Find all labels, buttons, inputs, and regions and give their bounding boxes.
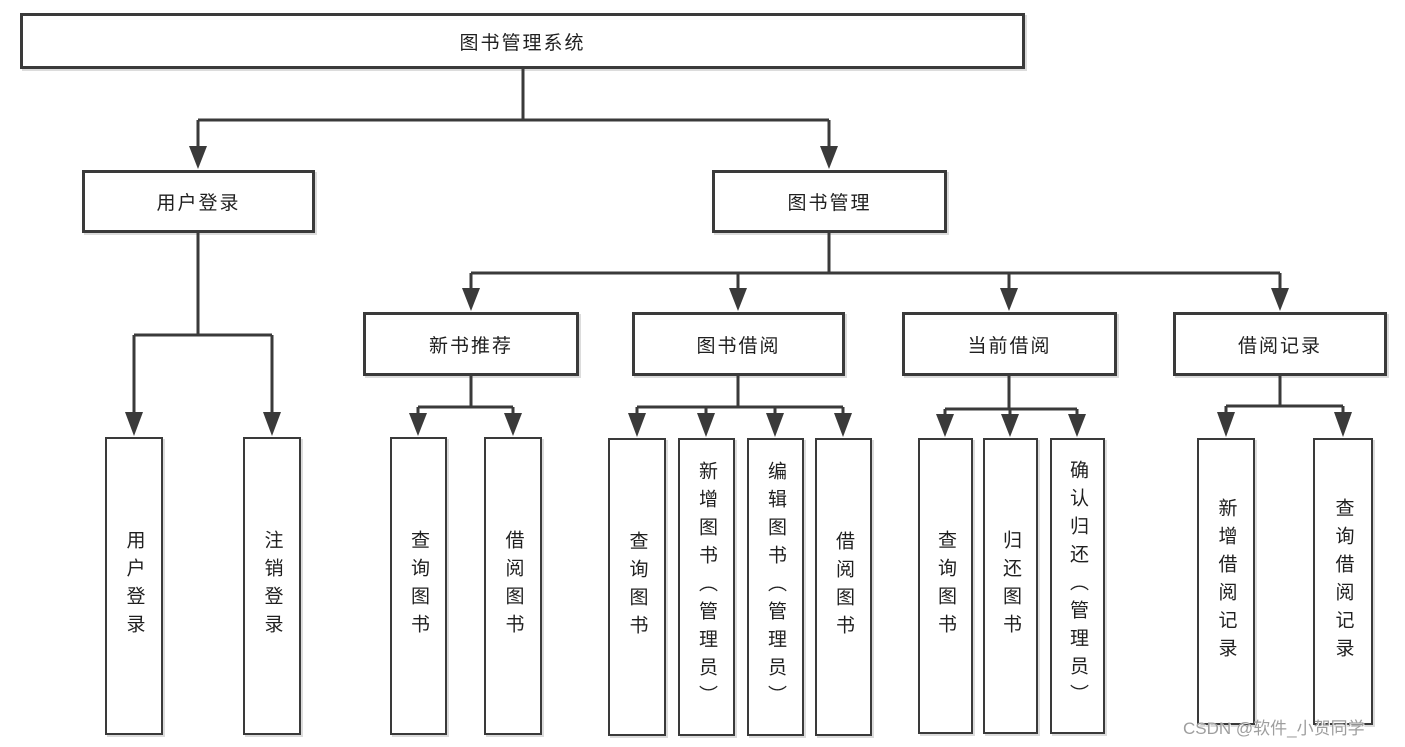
leaf-confirm-return-admin: 确认归还（管理员）: [1050, 438, 1105, 734]
node-user-login-label: 用户登录: [156, 193, 241, 214]
leaf-return-book-label: 归还图书: [1000, 530, 1021, 642]
leaf-query-borrow-record-label: 查询借阅记录: [1332, 497, 1354, 666]
connector-book-management-to-level3: [462, 233, 1289, 311]
connector-book-borrow-to-children: [628, 376, 852, 437]
leaf-edit-book-admin: 编辑图书（管理员）: [747, 438, 804, 736]
node-new-book-recommend-label: 新书推荐: [428, 335, 513, 357]
connector-borrow-records-to-children: [1217, 376, 1352, 437]
leaf-query-borrow-record: 查询借阅记录: [1313, 438, 1373, 725]
leaf-query-book-recommend-label: 查询图书: [408, 530, 429, 642]
node-book-management-label: 图书管理: [787, 193, 872, 214]
leaf-query-book-borrow-label: 查询图书: [626, 531, 648, 643]
leaf-user-login: 用户登录: [105, 437, 163, 735]
connector-current-borrow-to-children: [936, 376, 1086, 437]
node-current-borrow-label: 当前借阅: [967, 335, 1052, 357]
leaf-add-borrow-record: 新增借阅记录: [1197, 438, 1255, 725]
csdn-watermark: CSDN @软件_小贺同学: [1183, 719, 1365, 738]
leaf-borrow-book-recommend: 借阅图书: [484, 437, 542, 735]
leaf-query-book-recommend: 查询图书: [390, 437, 447, 735]
node-borrow-records: 借阅记录: [1173, 312, 1387, 376]
node-new-book-recommend: 新书推荐: [363, 312, 579, 376]
node-book-borrow: 图书借阅: [632, 312, 845, 376]
node-root: 图书管理系统: [20, 13, 1025, 69]
leaf-add-book-admin: 新增图书（管理员）: [678, 438, 735, 736]
leaf-borrow-book-borrow-label: 借阅图书: [833, 531, 854, 643]
leaf-return-book: 归还图书: [983, 438, 1038, 734]
node-book-borrow-label: 图书借阅: [696, 335, 781, 357]
leaf-confirm-return-admin-label: 确认归还（管理员）: [1067, 460, 1088, 712]
connector-new-book-recommend-to-children: [409, 376, 522, 436]
node-user-login: 用户登录: [82, 170, 315, 233]
leaf-logout-login-label: 注销登录: [261, 530, 283, 642]
connector-user-login-to-children: [125, 233, 281, 436]
leaf-add-borrow-record-label: 新增借阅记录: [1215, 497, 1237, 666]
node-borrow-records-label: 借阅记录: [1237, 335, 1322, 357]
leaf-borrow-book-recommend-label: 借阅图书: [502, 530, 524, 642]
leaf-query-book-current: 查询图书: [918, 438, 973, 734]
node-root-label: 图书管理系统: [459, 32, 586, 54]
connector-root-to-level2: [189, 68, 838, 169]
leaf-query-book-borrow: 查询图书: [608, 438, 666, 736]
leaf-user-login-label: 用户登录: [123, 530, 145, 642]
leaf-query-book-current-label: 查询图书: [935, 530, 956, 642]
leaf-add-book-admin-label: 新增图书（管理员）: [696, 461, 717, 713]
node-current-borrow: 当前借阅: [902, 312, 1117, 376]
leaf-borrow-book-borrow: 借阅图书: [815, 438, 872, 736]
node-book-management: 图书管理: [712, 170, 947, 233]
leaf-edit-book-admin-label: 编辑图书（管理员）: [765, 461, 786, 713]
leaf-logout-login: 注销登录: [243, 437, 301, 735]
